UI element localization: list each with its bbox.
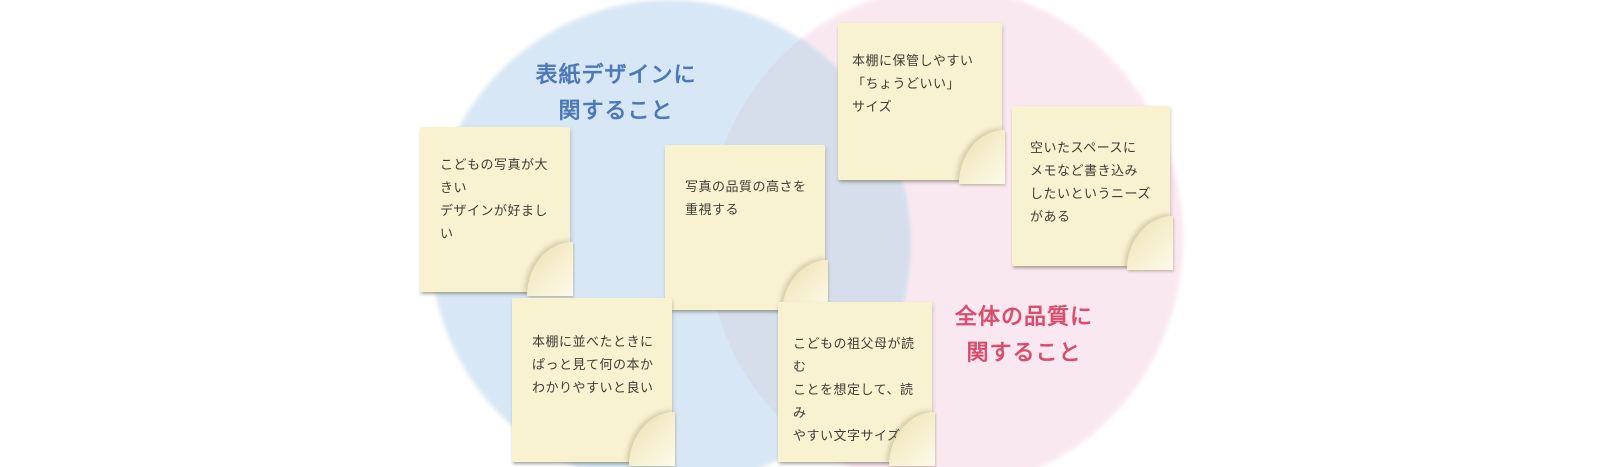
note-text-line: サイズ bbox=[852, 99, 893, 114]
note-text-line: 重視する bbox=[685, 202, 740, 217]
sticky-note-storage-size: 本棚に保管しやすい 「ちょうどいい」 サイズ bbox=[838, 23, 1005, 184]
note-text-line: デザインが好ましい bbox=[440, 203, 549, 241]
right-circle-title: 全体の品質に 関すること bbox=[874, 299, 1174, 371]
note-text-line: 本棚に保管しやすい bbox=[852, 53, 974, 68]
right-circle-title-line: 関すること bbox=[966, 340, 1082, 365]
note-text-line: こどもの写真が大きい bbox=[440, 157, 549, 195]
note-text-line: したいというニーズ bbox=[1030, 186, 1151, 201]
note-text-line: こどもの祖父母が読む bbox=[793, 336, 915, 374]
note-text-line: ことを想定して、読み bbox=[793, 382, 914, 420]
sticky-note-photo-design: こどもの写真が大きい デザインが好ましい bbox=[420, 127, 573, 296]
note-text-line: 空いたスペースに bbox=[1030, 140, 1137, 155]
left-circle-title: 表紙デザインに 関すること bbox=[466, 57, 766, 129]
left-circle-title-line: 関すること bbox=[558, 98, 674, 123]
sticky-note-bookshelf-recognition: 本棚に並べたときに ぱっと見て何の本か わかりやすいと良い bbox=[512, 298, 675, 466]
sticky-note-photo-quality: 写真の品質の高さを 重視する bbox=[665, 145, 828, 314]
note-text-line: 「ちょうどいい」 bbox=[852, 76, 961, 91]
note-text-line: ぱっと見て何の本か bbox=[532, 357, 654, 372]
note-text-line: メモなど書き込み bbox=[1030, 163, 1139, 178]
left-circle-title-line: 表紙デザインに bbox=[535, 62, 697, 87]
note-text-line: 本棚に並べたときに bbox=[532, 334, 654, 349]
right-circle-title-line: 全体の品質に bbox=[954, 304, 1093, 329]
note-text-line: 写真の品質の高さを bbox=[685, 179, 807, 194]
note-text-line: やすい文字サイズ bbox=[793, 428, 901, 443]
note-text-line: わかりやすいと良い bbox=[532, 380, 654, 395]
sticky-note-font-size: こどもの祖父母が読む ことを想定して、読み やすい文字サイズ bbox=[778, 302, 935, 466]
sticky-note-memo-space: 空いたスペースに メモなど書き込み したいというニーズ がある bbox=[1012, 106, 1173, 270]
note-text-line: がある bbox=[1030, 209, 1071, 224]
